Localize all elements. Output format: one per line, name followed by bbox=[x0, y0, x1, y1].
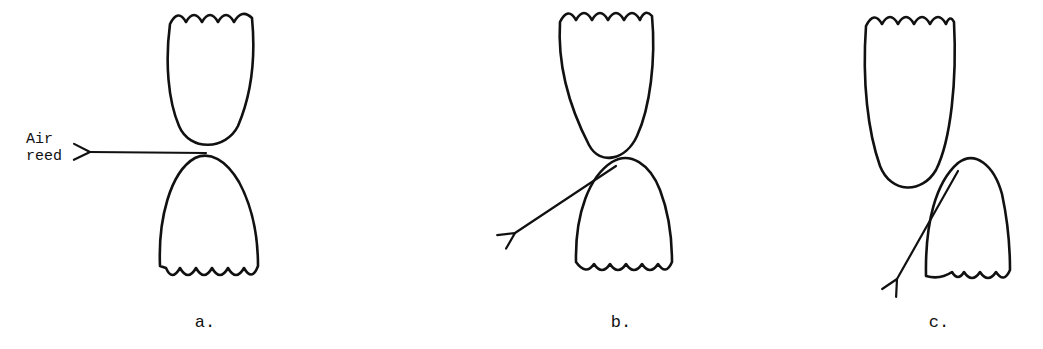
panel-letter: a. bbox=[195, 313, 215, 333]
air-reed-arrow bbox=[90, 152, 206, 153]
lower-lip bbox=[160, 156, 258, 275]
arrow-label: Air reed bbox=[26, 131, 72, 166]
upper-lip bbox=[168, 14, 254, 145]
lower-lip bbox=[926, 158, 1010, 278]
upper-lip bbox=[560, 13, 654, 158]
air-reed-arrow bbox=[515, 166, 616, 233]
air-reed-arrow bbox=[897, 171, 958, 279]
panel-letter: b. bbox=[611, 313, 631, 333]
upper-lip bbox=[865, 17, 955, 188]
panel-letter: c. bbox=[929, 313, 949, 333]
lower-lip bbox=[576, 158, 672, 270]
